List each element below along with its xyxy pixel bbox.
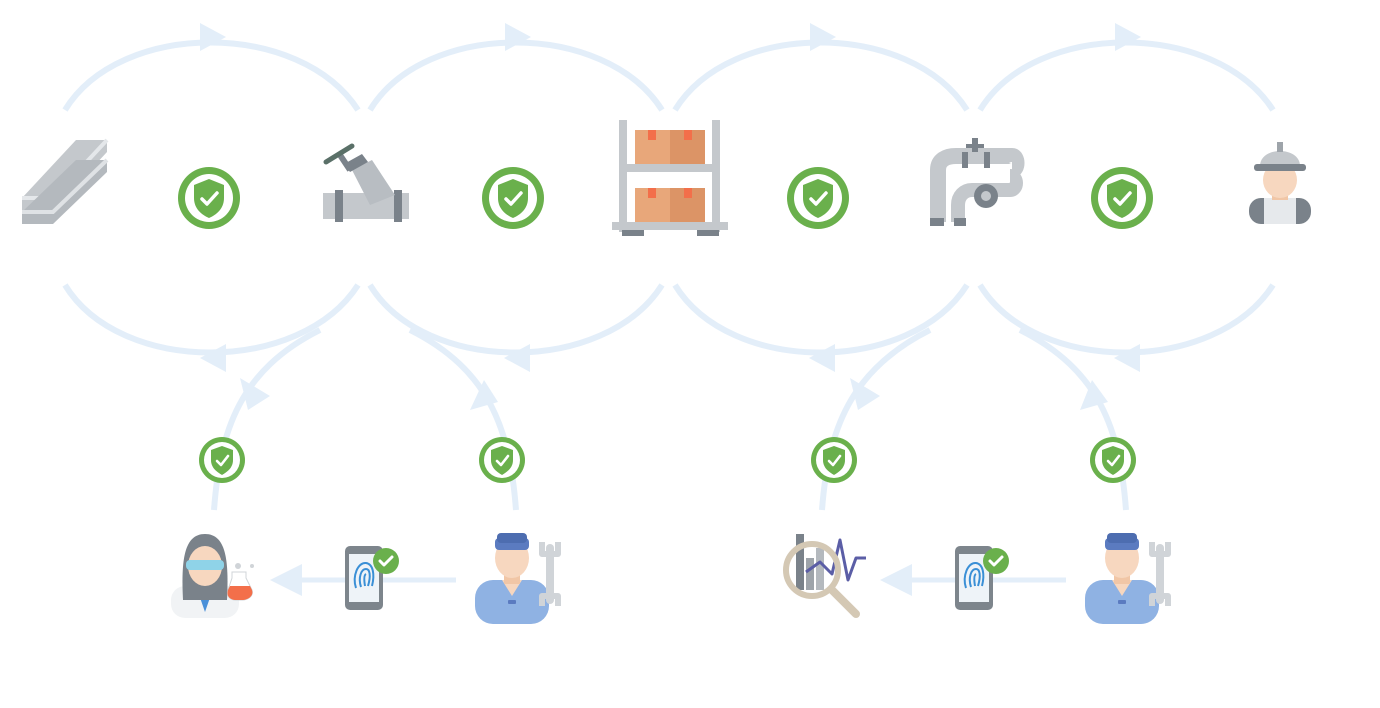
shield-check-icon: [176, 165, 242, 231]
upper-flow-arrows: [200, 23, 1141, 51]
shield-check-icon: [809, 435, 859, 485]
shield-check-icon: [480, 165, 546, 231]
technician-icon: [475, 533, 558, 624]
verification-badges-bottom: [197, 435, 1138, 485]
shield-check-icon: [1089, 165, 1155, 231]
scientist-icon: [171, 534, 254, 618]
shield-check-icon: [1088, 435, 1138, 485]
shield-check-icon: [197, 435, 247, 485]
feed-in-curves: [211, 327, 1129, 511]
warehouse-shelf-icon: [612, 120, 728, 236]
construction-worker-icon: [1249, 142, 1311, 224]
upper-flow-arcs: [62, 39, 1276, 112]
lower-flow-arcs: [62, 283, 1276, 356]
pipeline-valve-icon: [930, 138, 1025, 226]
bottom-flow-arrows: [270, 564, 912, 596]
steel-beams-icon: [22, 138, 109, 224]
shield-check-icon: [477, 435, 527, 485]
pipe-valve-icon: [323, 143, 409, 222]
analytics-search-icon: [783, 534, 866, 618]
lower-flow-arrows: [200, 344, 1140, 372]
shield-check-icon: [785, 165, 851, 231]
feed-in-arrows: [240, 378, 1108, 410]
technician-icon: [1085, 533, 1168, 624]
